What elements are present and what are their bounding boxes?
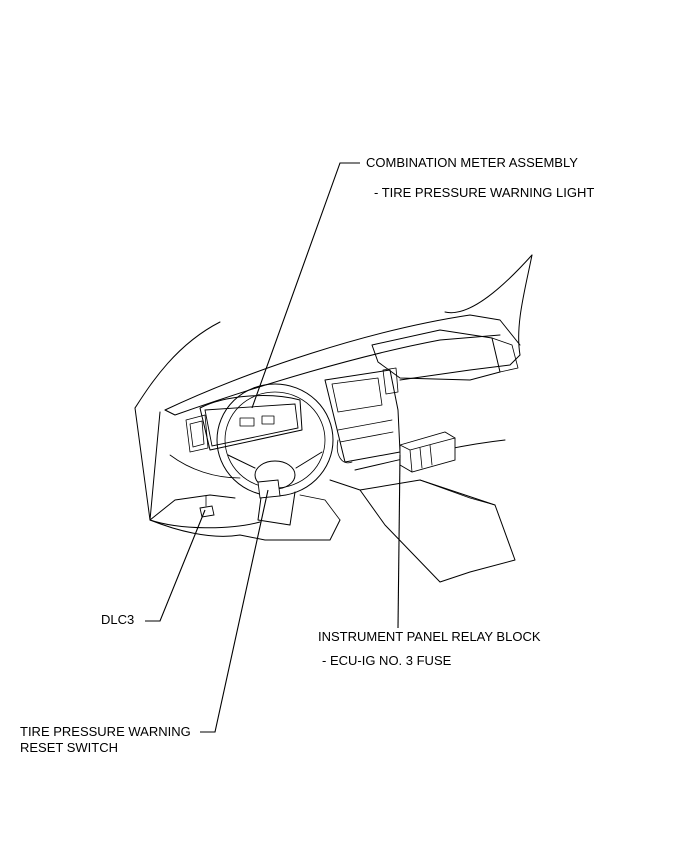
- leader-dlc3: [145, 509, 206, 622]
- tire-pressure-light-label: - TIRE PRESSURE WARNING LIGHT: [374, 185, 595, 200]
- dash-top-front-edge: [164, 334, 501, 416]
- meter-gauge-right: [261, 415, 275, 425]
- center-panel-lines: [337, 419, 394, 443]
- relay-block-detail: [409, 444, 433, 473]
- ecu-fuse-label: - ECU-IG NO. 3 FUSE: [322, 653, 452, 668]
- combination-meter-label: COMBINATION METER ASSEMBLY: [366, 155, 578, 170]
- dash-side-left: [134, 407, 151, 521]
- steering-column: [257, 489, 296, 526]
- dlc3-label: DLC3: [101, 612, 135, 627]
- leader-reset-switch: [200, 489, 269, 733]
- center-console-top: [419, 479, 496, 506]
- dash-right-face: [399, 354, 521, 381]
- center-display: [331, 377, 383, 413]
- dash-left-vent: [185, 414, 209, 453]
- relay-block-label: INSTRUMENT PANEL RELAY BLOCK: [318, 629, 541, 644]
- windshield-right-pillar: [518, 254, 533, 356]
- leader-combination-meter: [251, 162, 360, 409]
- floor-edge: [149, 519, 341, 541]
- dash-right-vent: [491, 337, 519, 373]
- dash-left-vent-inner: [189, 420, 205, 448]
- reset-switch-label-line2: RESET SWITCH: [20, 740, 118, 755]
- dlc3-connector: [199, 505, 215, 518]
- dash-lower-left: [149, 494, 236, 521]
- meter-gauge-left: [239, 417, 255, 427]
- reset-switch-body: [257, 479, 281, 499]
- floor-tunnel: [299, 494, 341, 521]
- steering-spoke-left: [227, 454, 256, 469]
- center-vent: [382, 367, 399, 395]
- meter-face: [204, 403, 299, 447]
- relay-block-body: [399, 431, 456, 473]
- reset-switch-label-line1: TIRE PRESSURE WARNING: [20, 724, 191, 739]
- windshield-left-edge: [134, 321, 221, 409]
- leader-relay-block: [397, 454, 401, 629]
- meter-hood: [199, 395, 303, 451]
- dash-left-panel: [169, 454, 241, 479]
- center-knob: [336, 439, 353, 464]
- steering-spoke-right: [295, 451, 323, 469]
- dash-center-hood: [371, 329, 501, 381]
- dash-top-surface: [164, 314, 521, 411]
- center-stack: [324, 369, 401, 463]
- windshield-right-edge: [444, 254, 533, 314]
- center-console: [359, 479, 516, 583]
- dash-lower-right: [329, 479, 361, 491]
